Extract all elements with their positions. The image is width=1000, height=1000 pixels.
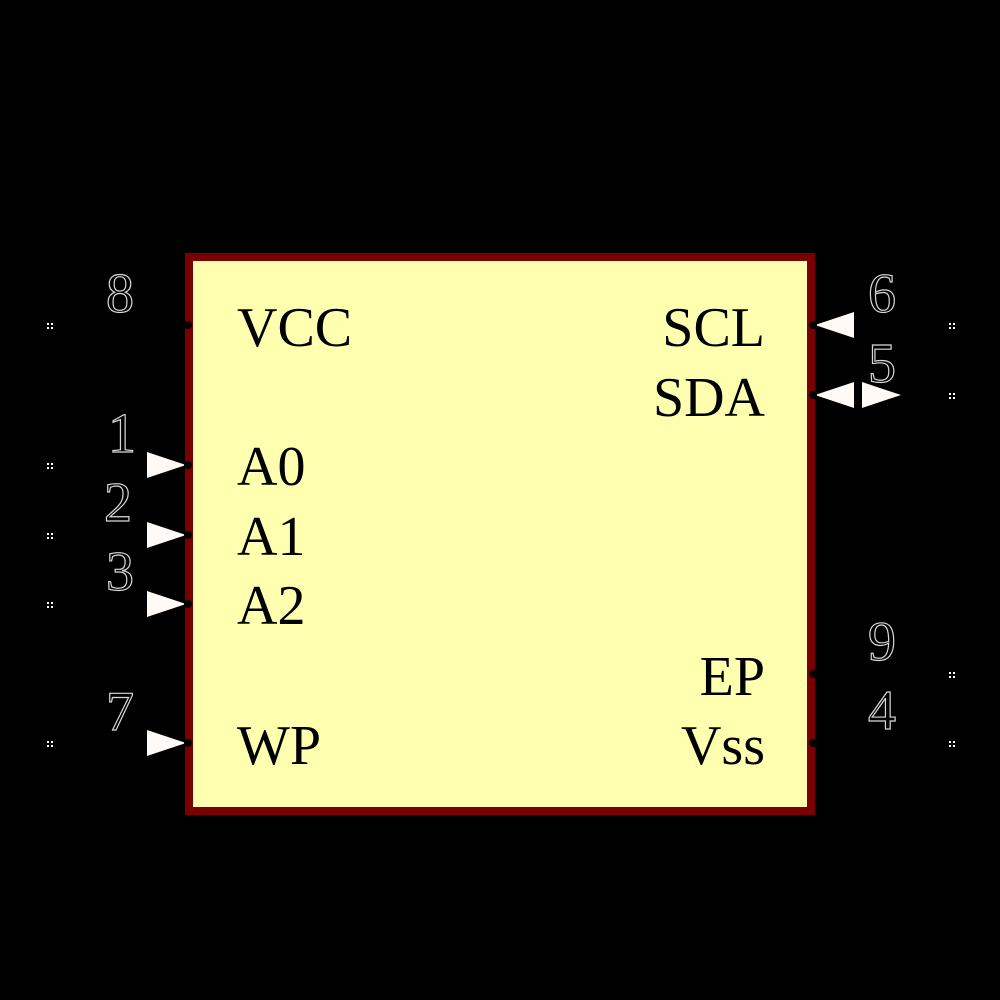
pin-endpoint-marker-dot	[953, 393, 955, 395]
pin-connection-dot	[184, 461, 192, 469]
pin-endpoint-marker-dot	[953, 676, 955, 678]
pin-7-wp[interactable]: 7 WP	[47, 680, 321, 777]
pin-endpoint-marker-dot	[953, 745, 955, 747]
pin-endpoint-marker-dot	[949, 393, 951, 395]
input-arrow-icon	[815, 312, 854, 338]
pin-endpoint-marker-dot	[949, 741, 951, 743]
pin-endpoint-marker-dot	[51, 533, 53, 535]
pin-number: 9	[868, 611, 896, 673]
pin-connection-dot	[184, 321, 192, 329]
pin-label: A1	[237, 506, 305, 568]
bidirectional-arrow-out-icon	[862, 382, 901, 408]
pin-endpoint-marker-dot	[51, 745, 53, 747]
component-body[interactable]	[185, 253, 815, 815]
pin-label: SCL	[662, 297, 765, 359]
input-arrow-icon	[147, 730, 186, 756]
pin-connection-dot	[809, 391, 817, 399]
pin-endpoint-marker-dot	[949, 323, 951, 325]
pin-number: 4	[868, 680, 896, 742]
pin-endpoint-marker-dot	[953, 741, 955, 743]
pin-endpoint-marker-dot	[51, 327, 53, 329]
pin-endpoint-marker-dot	[949, 676, 951, 678]
input-arrow-icon	[147, 452, 186, 478]
pin-endpoint-marker-dot	[949, 327, 951, 329]
pin-endpoint-marker-dot	[51, 741, 53, 743]
pin-8-vcc[interactable]: 8 VCC	[47, 262, 352, 359]
pin-endpoint-marker	[47, 323, 49, 325]
pin-6-scl[interactable]: 6 SCL	[662, 262, 955, 359]
pin-label: A2	[237, 575, 305, 637]
pin-endpoint-marker-dot	[47, 741, 49, 743]
pin-connection-dot	[809, 670, 817, 678]
pin-endpoint-marker-dot	[51, 602, 53, 604]
pin-endpoint-marker-dot	[953, 323, 955, 325]
bidirectional-arrow-in-icon	[815, 382, 854, 408]
pin-endpoint-marker-dot	[953, 672, 955, 674]
pin-number: 8	[106, 263, 134, 325]
pin-endpoint-marker-dot	[47, 745, 49, 747]
pin-endpoint-marker-dot	[953, 327, 955, 329]
pin-endpoint-marker-dot	[47, 463, 49, 465]
pin-label: EP	[700, 646, 765, 708]
pin-endpoint-marker-dot	[47, 327, 49, 329]
pin-number: 3	[106, 541, 134, 603]
pin-connection-dot	[184, 531, 192, 539]
input-arrow-icon	[147, 522, 186, 548]
pin-endpoint-marker-dot	[47, 606, 49, 608]
pin-endpoint-marker-dot	[953, 397, 955, 399]
pin-label: A0	[237, 436, 305, 498]
pin-number: 2	[104, 472, 132, 534]
pin-5-sda[interactable]: 5 SDA	[653, 332, 955, 429]
pin-2-a1[interactable]: 2 A1	[47, 471, 305, 568]
pin-number: 1	[108, 403, 136, 465]
pin-endpoint-marker-dot	[51, 606, 53, 608]
pin-endpoint-marker-dot	[51, 463, 53, 465]
pin-endpoint-marker-dot	[949, 397, 951, 399]
pin-number: 5	[868, 333, 896, 395]
pin-endpoint-marker-dot	[949, 672, 951, 674]
pin-9-ep[interactable]: 9 EP	[700, 610, 955, 708]
pin-endpoint-marker-dot	[949, 745, 951, 747]
pin-number: 6	[868, 263, 896, 325]
pin-4-vss[interactable]: 4 Vss	[681, 679, 955, 777]
pin-number: 7	[106, 681, 134, 743]
pin-endpoint-marker-dot	[51, 467, 53, 469]
pin-label: SDA	[653, 367, 766, 429]
pin-connection-dot	[184, 600, 192, 608]
pin-endpoint-marker-dot	[51, 323, 53, 325]
pin-endpoint-marker-dot	[47, 602, 49, 604]
input-arrow-icon	[147, 591, 186, 617]
pin-endpoint-marker-dot	[47, 537, 49, 539]
pin-connection-dot	[184, 739, 192, 747]
pin-label: Vss	[681, 715, 765, 777]
pin-endpoint-marker-dot	[47, 467, 49, 469]
pin-1-a0[interactable]: 1 A0	[47, 402, 305, 498]
pin-label: VCC	[237, 297, 352, 359]
pin-connection-dot	[809, 321, 817, 329]
pin-3-a2[interactable]: 3 A2	[47, 540, 305, 637]
pin-label: WP	[237, 715, 321, 777]
pin-connection-dot	[809, 739, 817, 747]
pin-endpoint-marker-dot	[51, 537, 53, 539]
pin-endpoint-marker-dot	[47, 533, 49, 535]
